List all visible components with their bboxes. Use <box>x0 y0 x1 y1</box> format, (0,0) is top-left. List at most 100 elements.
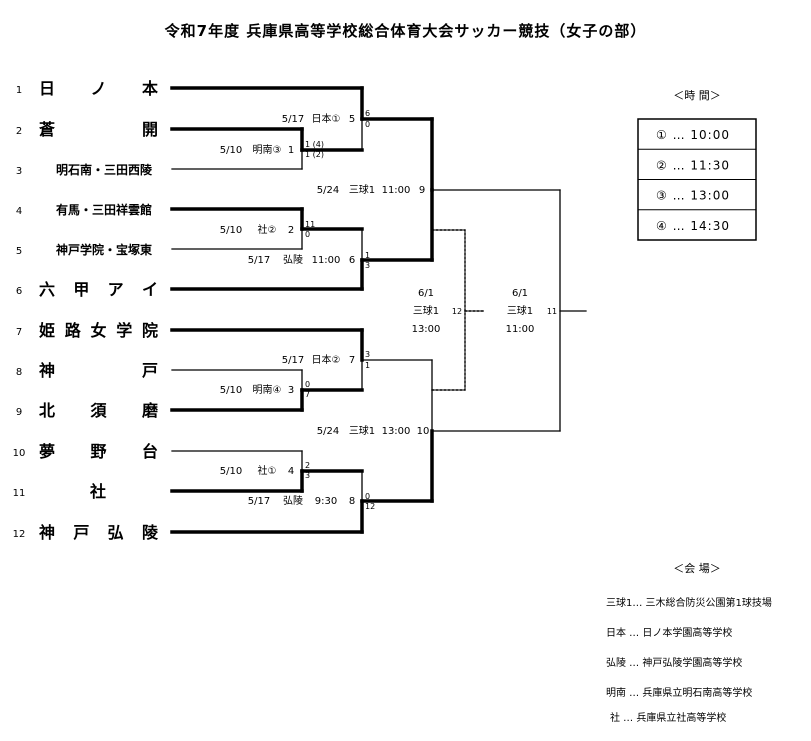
match-8-time: 9:30 <box>315 496 337 507</box>
times-box-row: ② … 11:30 <box>656 158 730 172</box>
match-2-score-bottom: 0 <box>305 230 310 239</box>
venue-row: 社 … 兵庫県立社高等学校 <box>610 711 726 724</box>
match-8-venue: 弘陵 <box>283 495 303 507</box>
match-2-venue: 社② <box>258 223 277 236</box>
team-name-char: 戸 <box>142 361 158 380</box>
match-6-score-bottom: 3 <box>365 261 370 270</box>
team-number: 12 <box>13 529 26 540</box>
match-11-date: 6/1 <box>512 288 528 299</box>
page-title: 令和7年度 兵庫県高等学校総合体育大会サッカー競技（女子の部） <box>164 22 647 40</box>
team-name-char: 陵 <box>142 523 159 542</box>
team-name-char: 野 <box>90 442 106 461</box>
match-1-score-top: 1 (4) <box>305 140 324 149</box>
team-number: 11 <box>13 488 26 499</box>
match-5-score-top: 6 <box>365 109 370 118</box>
team-name: 有馬・三田祥雲館 <box>56 202 152 217</box>
match-1-venue: 明南③ <box>253 143 282 156</box>
match-11-venue: 三球1 <box>507 304 533 317</box>
match-9-number: 9 <box>419 185 425 196</box>
match-8-date: 5/17 <box>248 496 270 507</box>
match-6-number: 6 <box>349 255 355 266</box>
team-name-char: 神 <box>39 361 55 380</box>
match-3-venue: 明南④ <box>253 383 282 396</box>
team-name-char: ア <box>108 280 124 299</box>
team-name-char: 本 <box>142 79 158 98</box>
match-11-time: 11:00 <box>506 324 535 335</box>
match-3-score-top: 0 <box>305 380 310 389</box>
match-4-date: 5/10 <box>220 466 242 477</box>
match-2-score-top: 11 <box>305 220 315 229</box>
team-number: 5 <box>16 246 22 257</box>
team-number: 4 <box>16 206 22 217</box>
match-7-number: 7 <box>349 355 355 366</box>
team-name-char: イ <box>142 280 158 299</box>
team-name-char: 学 <box>116 321 132 340</box>
match-4-score-top: 2 <box>305 461 310 470</box>
times-box-row: ③ … 13:00 <box>656 189 730 203</box>
venue-row: 三球1… 三木総合防災公園第1球技場 <box>606 596 772 609</box>
team-name-char: 甲 <box>73 280 89 299</box>
times-box-row: ④ … 14:30 <box>656 219 730 233</box>
team-name-char: 夢 <box>39 442 55 461</box>
match-3-score-bottom: 7 <box>305 390 310 399</box>
venue-row: 明南 … 兵庫県立明石南高等学校 <box>606 686 752 699</box>
team-name: 神戸学院・宝塚東 <box>56 242 152 257</box>
match-5-venue: 日本① <box>312 112 341 125</box>
match-9-time: 11:00 <box>382 185 411 196</box>
match-9-date: 5/24 <box>317 185 339 196</box>
match-7-date: 5/17 <box>282 355 304 366</box>
match-7-score-top: 3 <box>365 350 370 359</box>
match-3-date: 5/10 <box>220 385 242 396</box>
match-7-venue: 日本② <box>312 353 341 366</box>
team-number: 2 <box>16 126 22 137</box>
times-box-label: ＜時 間＞ <box>673 89 721 102</box>
team-number: 9 <box>16 407 22 418</box>
match-12-venue: 三球1 <box>413 304 439 317</box>
match-1-score-bottom: 1 (2) <box>305 150 324 159</box>
team-name-char: 神 <box>39 523 55 542</box>
team-number: 10 <box>13 448 26 459</box>
match-10-date: 5/24 <box>317 426 339 437</box>
team-number: 8 <box>16 367 22 378</box>
match-8-score-bottom: 12 <box>365 502 375 511</box>
match-4-number: 4 <box>288 466 294 477</box>
match-6-date: 5/17 <box>248 255 270 266</box>
match-9-venue: 三球1 <box>349 183 375 196</box>
team-name-char: 開 <box>142 120 158 139</box>
match-2-date: 5/10 <box>220 225 242 236</box>
match-5-number: 5 <box>349 114 355 125</box>
team-name-char: 院 <box>142 321 158 340</box>
match-5-score-bottom: 0 <box>365 120 370 129</box>
match-10-venue: 三球1 <box>349 424 375 437</box>
venue-row: 日本 … 日ノ本学園高等学校 <box>606 626 732 639</box>
venue-row: 弘陵 … 神戸弘陵学園高等学校 <box>606 656 742 669</box>
match-1-number: 1 <box>288 145 294 156</box>
third-place-line <box>431 229 466 391</box>
match-7-score-bottom: 1 <box>365 361 370 370</box>
team-name-char: 蒼 <box>39 120 55 139</box>
team-name-char: 社 <box>89 482 106 501</box>
team-number: 7 <box>16 327 22 338</box>
match-8-score-top: 0 <box>365 492 370 501</box>
venues-label: ＜会 場＞ <box>673 562 721 575</box>
match-8-number: 8 <box>349 496 355 507</box>
team-name-char: 女 <box>90 321 106 340</box>
team-number: 6 <box>16 286 22 297</box>
match-12-time: 13:00 <box>412 324 441 335</box>
match-6-time: 11:00 <box>312 255 341 266</box>
match-2-number: 2 <box>288 225 294 236</box>
team-name: 明石南・三田西陵 <box>56 162 153 177</box>
team-name-char: 路 <box>65 321 82 340</box>
times-box <box>637 118 757 241</box>
match-12-number: 12 <box>452 307 462 316</box>
team-name-char: 須 <box>89 401 107 420</box>
match-10-time: 13:00 <box>382 426 411 437</box>
match-11-number: 11 <box>547 307 557 316</box>
match-1-date: 5/10 <box>220 145 242 156</box>
match-3-number: 3 <box>288 385 294 396</box>
team-name-char: 六 <box>39 280 55 299</box>
match-6-score-top: 1 <box>365 251 370 260</box>
team-name-char: 北 <box>39 401 55 420</box>
